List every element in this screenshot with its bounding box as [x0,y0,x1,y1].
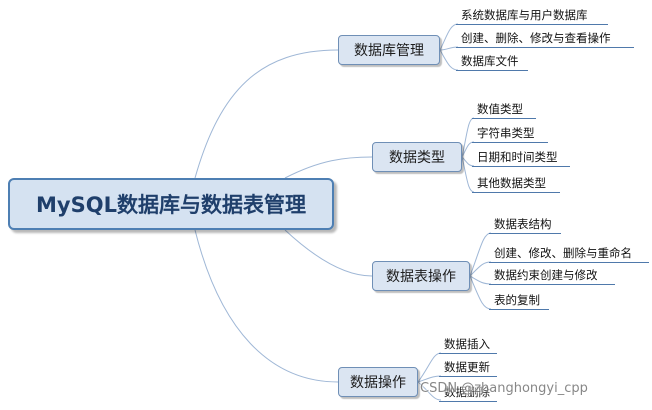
leaf-data-delete[interactable]: 数据删除 [444,385,490,399]
branch-data-types[interactable]: 数据类型 [372,142,462,172]
leaf-database-files[interactable]: 数据库文件 [461,54,519,68]
leaf-underline [456,70,528,71]
connector-b1-leaf0 [461,117,475,158]
leaf-underline [472,142,548,143]
leaf-underline [439,353,497,354]
connector-b1-leaf2 [461,156,475,167]
connector-root-data-operations [194,229,339,383]
leaf-underline [472,192,560,193]
leaf-underline [456,24,608,25]
leaf-underline [489,309,549,310]
connector-b2-leaf2 [469,275,492,285]
connector-b3-leaf2 [417,381,442,401]
leaf-underline [472,166,570,167]
leaf-underline [456,47,634,48]
connector-b2-leaf3 [469,275,492,310]
leaf-create-delete-modify-view[interactable]: 创建、删除、修改与查看操作 [461,31,611,45]
connector-root-data-types [284,156,373,179]
root-topic[interactable]: MySQL数据库与数据表管理 [8,178,334,230]
leaf-data-update[interactable]: 数据更新 [444,360,490,374]
leaf-date-time-types[interactable]: 日期和时间类型 [477,150,558,164]
connector-b1-leaf3 [461,156,475,193]
connector-b0-leaf2 [439,49,459,71]
leaf-underline [489,284,615,285]
leaf-other-types[interactable]: 其他数据类型 [477,176,546,190]
branch-database-management[interactable]: 数据库管理 [338,35,440,65]
leaf-underline [489,262,649,263]
watermark-text: CSDN @zhanghongyi_cpp [420,381,588,396]
branch-table-operations[interactable]: 数据表操作 [372,261,470,291]
leaf-table-copy[interactable]: 表的复制 [494,293,540,307]
leaf-data-insert[interactable]: 数据插入 [444,337,490,351]
leaf-system-and-user-databases[interactable]: 系统数据库与用户数据库 [461,8,588,22]
leaf-create-modify-delete-rename[interactable]: 创建、修改、删除与重命名 [494,246,632,260]
leaf-constraints[interactable]: 数据约束创建与修改 [494,268,598,282]
branch-data-operations[interactable]: 数据操作 [338,367,418,397]
leaf-table-structure[interactable]: 数据表结构 [494,217,552,231]
connector-b2-leaf0 [469,232,492,277]
leaf-underline [439,376,497,377]
connector-root-database-management [194,49,339,179]
leaf-underline [439,401,497,402]
connector-root-table-operations [284,229,373,277]
leaf-numeric-types[interactable]: 数值类型 [477,102,523,116]
leaf-string-types[interactable]: 字符串类型 [477,126,535,140]
leaf-underline [489,233,561,234]
leaf-underline [472,118,536,119]
connector-b2-leaf1 [469,261,492,277]
